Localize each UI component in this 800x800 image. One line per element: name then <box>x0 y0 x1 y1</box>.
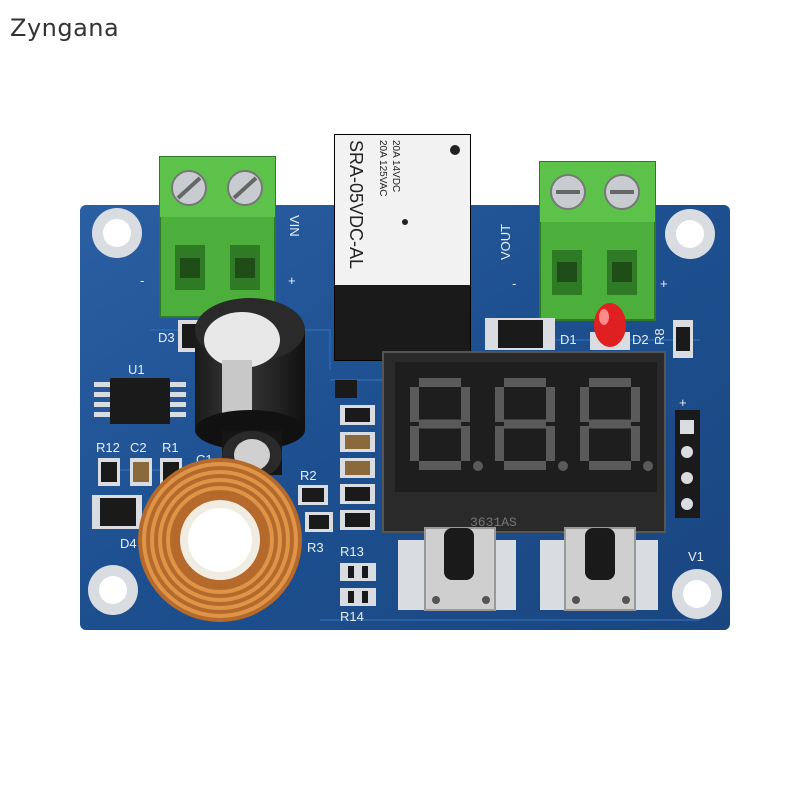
mounting-hole-tr <box>665 209 715 259</box>
silk-r3: R3 <box>307 540 324 555</box>
digit-1-segment-f <box>410 387 419 422</box>
diode-d3 <box>178 320 200 352</box>
silk-plus-left: + <box>288 273 296 288</box>
silk-r1: R1 <box>162 440 179 455</box>
silk-minus-right: - <box>512 276 516 291</box>
digit-3-segment-e <box>580 426 589 461</box>
digit-1-decimal-point <box>473 461 483 471</box>
silk-u1: U1 <box>128 362 145 377</box>
digit-2-segment-a <box>504 378 546 387</box>
mounting-hole-bl <box>88 565 138 615</box>
digit-2-segment-d <box>504 461 546 470</box>
digit-1-segment-e <box>410 426 419 461</box>
relay <box>334 134 471 361</box>
digit-1-segment-b <box>461 387 470 422</box>
resistor-r8 <box>673 320 693 358</box>
diode-d1 <box>485 318 555 350</box>
digit-3-segment-a <box>589 378 631 387</box>
tactile-button-right[interactable] <box>540 527 658 611</box>
inductor-toroid <box>138 458 302 622</box>
terminal-block-output <box>539 161 656 321</box>
silk-c2: C2 <box>130 440 147 455</box>
digit-2-segment-e <box>495 426 504 461</box>
silk-vin: VIN <box>287 215 302 237</box>
digit-3-segment-b <box>631 387 640 422</box>
watermark-text: Zyngana <box>10 14 120 42</box>
silk-v1: V1 <box>688 549 704 564</box>
digit-1-segment-a <box>419 378 461 387</box>
silk-minus-left: - <box>140 273 144 288</box>
digit-2-segment-c <box>546 426 555 461</box>
smd-middle-column <box>298 380 375 532</box>
silk-d4: D4 <box>120 536 137 551</box>
silk-r14: R14 <box>340 609 364 624</box>
digit-2-decimal-point <box>558 461 568 471</box>
silk-r13: R13 <box>340 544 364 559</box>
silk-vout: VOUT <box>498 224 513 260</box>
digit-2-segment-g <box>504 419 546 429</box>
silk-d2: D2 <box>632 332 649 347</box>
silk-d3: D3 <box>158 330 175 345</box>
terminal-block-input <box>159 156 276 318</box>
mounting-hole-tl <box>92 208 142 258</box>
relay-model: SRA-05VDC-AL <box>346 140 366 269</box>
display-part-number: 3631AS <box>470 515 517 530</box>
mounting-hole-br <box>672 569 722 619</box>
digit-3-decimal-point <box>643 461 653 471</box>
digit-3-segment-f <box>580 387 589 422</box>
silk-d1: D1 <box>560 332 577 347</box>
digit-2-segment-f <box>495 387 504 422</box>
silk-r2: R2 <box>300 468 317 483</box>
digit-3-segment-g <box>589 419 631 429</box>
relay-rating-1: 20A 14VDC <box>390 140 401 192</box>
relay-rating-2: 20A 125VAC <box>377 140 388 197</box>
ic-u1 <box>94 378 186 424</box>
capacitor-electrolytic-large <box>195 298 305 450</box>
tactile-button-left[interactable] <box>398 527 516 611</box>
silk-plus-right: + <box>660 276 668 291</box>
silk-r8: R8 <box>652 328 667 345</box>
silk-r12: R12 <box>96 440 120 455</box>
led-d2 <box>590 303 630 350</box>
digit-1-segment-g <box>419 419 461 429</box>
digit-3-segment-d <box>589 461 631 470</box>
digit-2-segment-b <box>546 387 555 422</box>
digit-1-segment-c <box>461 426 470 461</box>
header-pins <box>675 410 700 518</box>
segment-digits <box>410 378 653 471</box>
smd-r13-r14 <box>340 563 376 606</box>
digit-3-segment-c <box>631 426 640 461</box>
digit-1-segment-d <box>419 461 461 470</box>
diode-d4 <box>92 495 142 529</box>
silk-plus-header: + <box>679 395 687 410</box>
